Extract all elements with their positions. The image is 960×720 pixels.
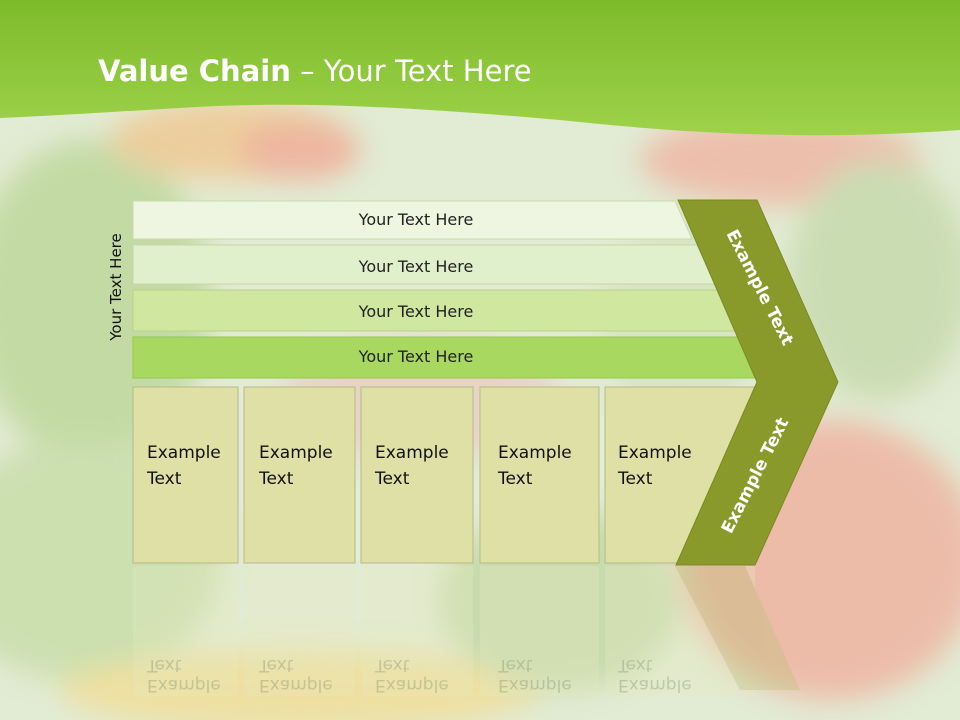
reflection-text-2: Text bbox=[258, 655, 294, 675]
reflection-text: Text Text Text Text Text Example Example… bbox=[146, 655, 692, 695]
box-3 bbox=[360, 386, 474, 564]
box-1-line1: Example bbox=[147, 443, 221, 463]
box-2-line2: Text bbox=[259, 469, 294, 489]
reflection-text-1: Text bbox=[146, 655, 182, 675]
slide-title: Value Chain – Your Text Here bbox=[98, 54, 532, 88]
box-5-line1: Example bbox=[618, 443, 692, 463]
reflection-text-4: Text bbox=[497, 655, 533, 675]
box-3-line1: Example bbox=[375, 443, 449, 463]
box-5-line2: Text bbox=[618, 469, 653, 489]
box-4-line1: Example bbox=[498, 443, 572, 463]
chevron-arrow bbox=[675, 199, 839, 566]
reflection-text-3: Text bbox=[374, 655, 410, 675]
reflection-text-7: Example bbox=[259, 675, 333, 695]
box-2-line1: Example bbox=[259, 443, 333, 463]
box-1-line2: Text bbox=[147, 469, 182, 489]
title-rest: – Your Text Here bbox=[290, 54, 532, 88]
box-1 bbox=[132, 386, 239, 564]
box-3-line2: Text bbox=[375, 469, 410, 489]
row-1-label: Your Text Here bbox=[358, 210, 474, 229]
reflection-text-9: Example bbox=[498, 675, 572, 695]
box-4-line2: Text bbox=[498, 469, 533, 489]
reflection-text-5: Text bbox=[617, 655, 653, 675]
row-1 bbox=[132, 200, 693, 240]
box-2 bbox=[243, 386, 356, 564]
row-4-label: Your Text Here bbox=[358, 347, 474, 366]
reflection-text-10: Example bbox=[618, 675, 692, 695]
title-bold: Value Chain bbox=[98, 54, 291, 88]
reflection-text-6: Example bbox=[147, 675, 221, 695]
reflection-text-8: Example bbox=[375, 675, 449, 695]
boxes-reflection bbox=[133, 566, 800, 696]
row-3-label: Your Text Here bbox=[358, 302, 474, 321]
box-4 bbox=[479, 386, 600, 564]
row-2-label: Your Text Here bbox=[358, 257, 474, 276]
